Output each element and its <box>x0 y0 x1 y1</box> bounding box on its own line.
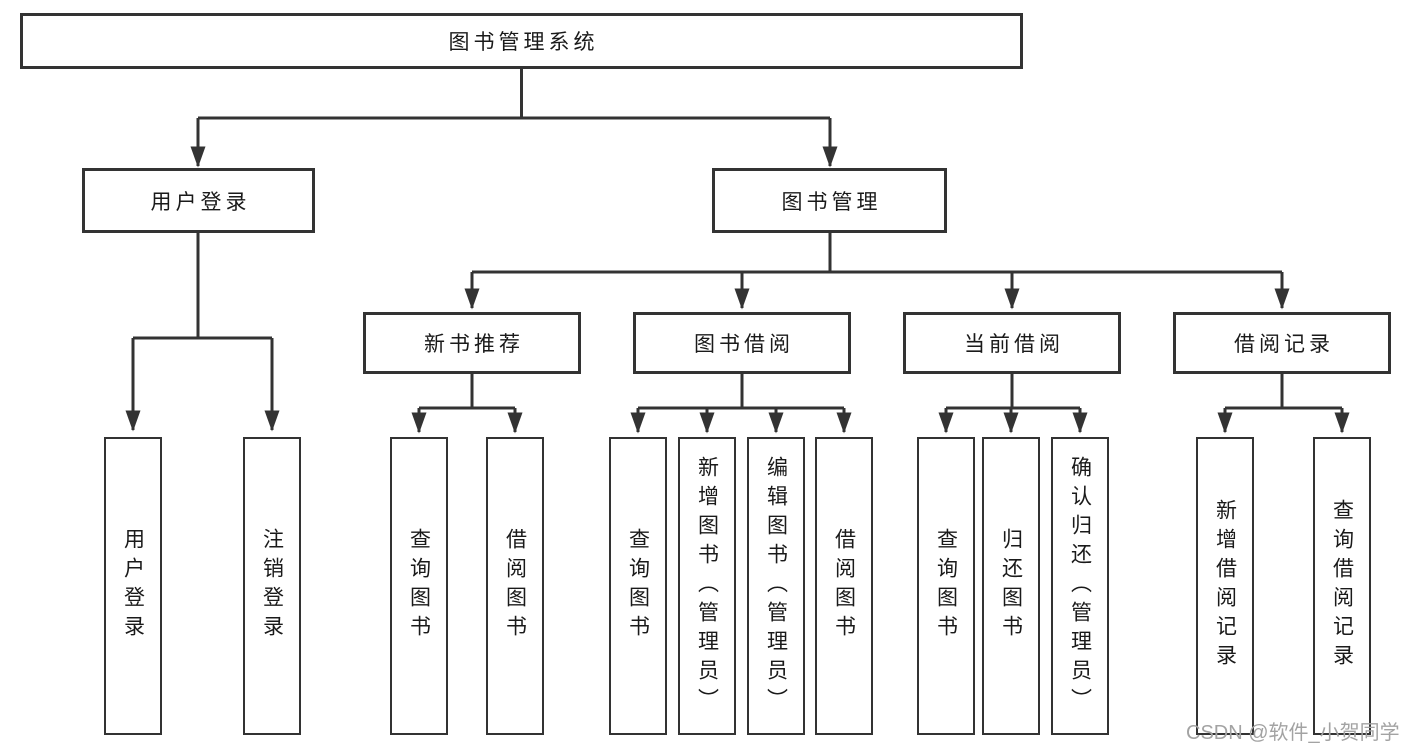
node-leaf-add-borrow-record: 新增借阅记录 <box>1196 437 1254 735</box>
node-book-borrow: 图书借阅 <box>633 312 851 374</box>
node-leaf-logout: 注销登录 <box>243 437 301 735</box>
csdn-watermark: CSDN @软件_小贺同学 <box>1186 722 1400 744</box>
node-leaf-query-books-borrow: 查询图书 <box>609 437 667 735</box>
node-borrow-records: 借阅记录 <box>1173 312 1391 374</box>
node-leaf-borrow-books: 借阅图书 <box>815 437 873 735</box>
node-book-management: 图书管理 <box>712 168 947 233</box>
node-leaf-query-books-recommend: 查询图书 <box>390 437 448 735</box>
node-leaf-return-books: 归还图书 <box>982 437 1040 735</box>
node-leaf-query-borrow-record: 查询借阅记录 <box>1313 437 1371 735</box>
node-leaf-query-books-current: 查询图书 <box>917 437 975 735</box>
node-leaf-user-login: 用户登录 <box>104 437 162 735</box>
node-leaf-add-books-admin: 新增图书（管理员） <box>678 437 736 735</box>
node-leaf-edit-books-admin: 编辑图书（管理员） <box>747 437 805 735</box>
node-user-login: 用户登录 <box>82 168 315 233</box>
node-current-borrow: 当前借阅 <box>903 312 1121 374</box>
node-new-book-recommend: 新书推荐 <box>363 312 581 374</box>
node-library-management-system: 图书管理系统 <box>20 13 1023 69</box>
node-leaf-confirm-return-admin: 确认归还（管理员） <box>1051 437 1109 735</box>
node-leaf-borrow-books-recommend: 借阅图书 <box>486 437 544 735</box>
